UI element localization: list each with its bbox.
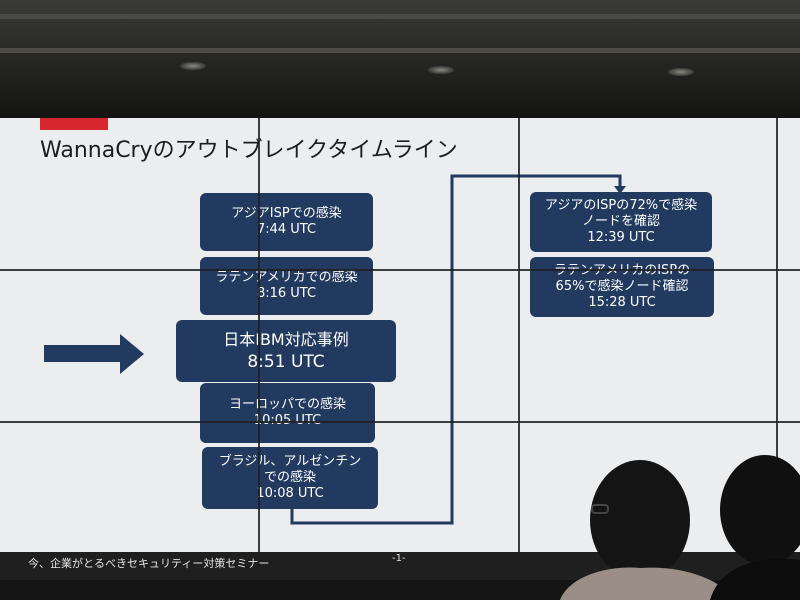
page-number: -1- (392, 553, 406, 564)
slide: WannaCryのアウトブレイクタイムライン アジアISPでの感染 7:44 U… (0, 118, 800, 580)
event-time: 8:51 UTC (247, 352, 325, 372)
timeline-event: ラテンアメリカでの感染 8:16 UTC (200, 257, 373, 315)
audience-body (710, 558, 800, 600)
timeline-event: ラテンアメリカのISPの 65%で感染ノード確認 15:28 UTC (530, 257, 714, 317)
timeline-event: アジアのISPの72%で感染 ノードを確認 12:39 UTC (530, 192, 712, 252)
ceiling-light (428, 66, 454, 74)
timeline-connector (290, 174, 626, 525)
event-description: ブラジル、アルゼンチン (218, 454, 362, 469)
ceiling-strip (0, 48, 800, 53)
connector-arrowhead (614, 186, 626, 194)
event-time: 15:28 UTC (588, 295, 656, 310)
display-seam (258, 118, 260, 580)
event-time: 12:39 UTC (587, 230, 655, 245)
display-seam (518, 118, 520, 580)
event-description: 65%で感染ノード確認 (555, 279, 689, 294)
ceiling-light (180, 62, 206, 70)
audience-shirt (560, 567, 735, 600)
audience-head (720, 455, 800, 565)
audience-head (590, 460, 690, 580)
event-time: 7:44 UTC (256, 222, 317, 237)
event-description: アジアのISPの72%で感染 (544, 198, 698, 213)
slide-title: WannaCryのアウトブレイクタイムライン (40, 138, 458, 163)
timeline-event: ブラジル、アルゼンチン での感染 10:08 UTC (202, 447, 378, 509)
timeline-event: アジアISPでの感染 7:44 UTC (200, 193, 373, 251)
display-seam (776, 118, 778, 580)
ceiling-light (668, 68, 694, 76)
event-time: 8:16 UTC (256, 286, 317, 301)
footer-text: 今、企業がとるべきセキュリティー対策セミナー (28, 557, 270, 570)
event-description: ラテンアメリカでの感染 (215, 270, 358, 285)
glasses-icon (591, 504, 609, 514)
ceiling-strip (0, 14, 800, 19)
event-time: 10:05 UTC (254, 413, 321, 429)
right-arrow-icon (44, 334, 144, 374)
timeline-event-highlight: 日本IBM対応事例 8:51 UTC (176, 320, 396, 382)
display-seam (0, 269, 800, 271)
timeline-event: ヨーロッパでの感染 10:05 UTC (200, 383, 375, 443)
event-description: 日本IBM対応事例 (223, 330, 349, 349)
event-description: での感染 (263, 470, 316, 485)
slide-accent-bar (40, 118, 108, 130)
room-ceiling (0, 0, 800, 118)
display-seam (0, 421, 800, 423)
event-time: 10:08 UTC (256, 486, 324, 501)
event-description: ノードを確認 (581, 214, 660, 229)
